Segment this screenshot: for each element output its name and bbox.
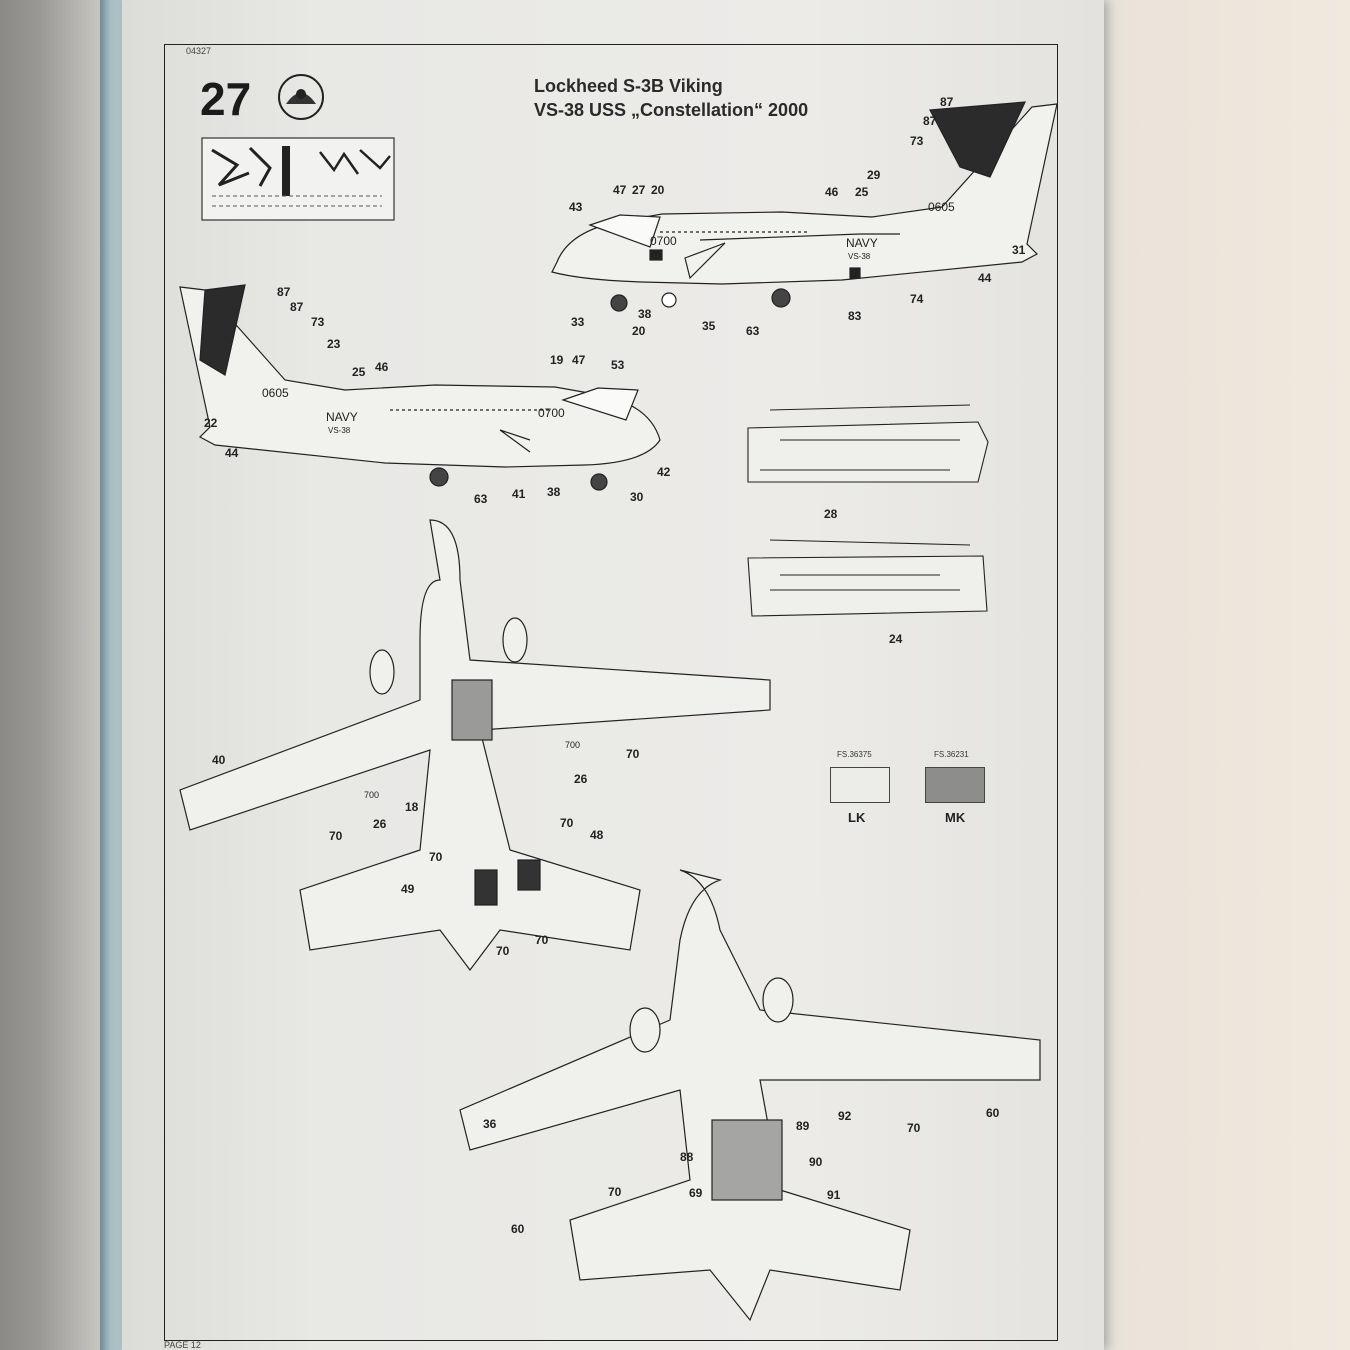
callout: 63 <box>474 492 488 506</box>
callout: 26 <box>373 817 387 831</box>
page-edge <box>100 0 124 1350</box>
callout: 20 <box>632 324 646 338</box>
callout: 46 <box>825 185 839 199</box>
callout: 43 <box>569 200 583 214</box>
paint-swatch-light <box>830 767 890 803</box>
callout: 70 <box>496 944 510 958</box>
callout: 30 <box>630 490 644 504</box>
callout: 26 <box>574 772 588 786</box>
squadron-marking-left: VS-38 <box>328 426 351 435</box>
callout: 38 <box>547 485 561 499</box>
wing-code-right: 700 <box>565 740 581 750</box>
callout: 63 <box>746 324 760 338</box>
callout: 73 <box>910 134 924 148</box>
squadron-marking-right: VS-38 <box>848 252 871 261</box>
title-block: Lockheed S-3B Viking VS-38 USS „Constell… <box>534 74 808 122</box>
paint-symbol-dark: MK <box>945 810 966 825</box>
callout: 23 <box>327 337 341 351</box>
kit-badge-icon <box>278 74 324 120</box>
paint-swatch-dark <box>925 767 985 803</box>
callout: 28 <box>824 507 838 521</box>
callout: 70 <box>429 850 443 864</box>
paint-code-dark: FS.36231 <box>934 750 969 759</box>
callout: 20 <box>651 183 665 197</box>
side-view-port <box>179 284 661 491</box>
callout: 88 <box>680 1150 694 1164</box>
callout: 73 <box>311 315 325 329</box>
detail-view-bottom <box>747 539 988 617</box>
callout: 29 <box>867 168 881 182</box>
callout: 70 <box>535 933 549 947</box>
callout: 91 <box>827 1188 841 1202</box>
callout: 19 <box>550 353 564 367</box>
nose-code-right: 0700 <box>650 234 677 248</box>
callout: 42 <box>657 465 671 479</box>
callout: 44 <box>978 271 992 285</box>
callout: 87 <box>923 114 937 128</box>
callout: 24 <box>889 632 903 646</box>
callout: 40 <box>212 753 226 767</box>
callout: 70 <box>626 747 640 761</box>
callout: 31 <box>1012 243 1026 257</box>
callout: 90 <box>809 1155 823 1169</box>
callout: 69 <box>689 1186 703 1200</box>
callout: 48 <box>590 828 604 842</box>
callout: 46 <box>375 360 389 374</box>
callout: 49 <box>401 882 415 896</box>
callout: 74 <box>910 292 924 306</box>
tail-code-right: 0605 <box>928 200 955 214</box>
underside-view <box>179 519 771 971</box>
tail-code-left: 0605 <box>262 386 289 400</box>
callout: 36 <box>483 1117 497 1131</box>
callout: 27 <box>632 183 646 197</box>
top-view <box>459 869 1041 1322</box>
side-view-starboard <box>551 101 1058 312</box>
callout: 38 <box>638 307 652 321</box>
paint-symbol-light: LK <box>848 810 866 825</box>
nose-code-left: 0700 <box>538 406 565 420</box>
callout: 70 <box>329 829 343 843</box>
doc-code: 04327 <box>186 46 212 56</box>
paint-code-light: FS.36375 <box>837 750 872 759</box>
wing-code-left: 700 <box>364 790 380 800</box>
callout: 33 <box>571 315 585 329</box>
page-frame <box>164 44 1058 1341</box>
callout: 87 <box>940 95 954 109</box>
callout: 18 <box>405 800 419 814</box>
callout: 92 <box>838 1109 852 1123</box>
callout: 25 <box>352 365 366 379</box>
callout: 70 <box>608 1185 622 1199</box>
callout: 60 <box>511 1222 525 1236</box>
callout: 47 <box>613 183 627 197</box>
decal-sheet-icon <box>201 137 395 221</box>
title-line-2: VS-38 USS „Constellation“ 2000 <box>534 100 809 120</box>
callout: 41 <box>512 487 526 501</box>
callout: 87 <box>277 285 291 299</box>
callout: 22 <box>204 416 218 430</box>
page-label: PAGE 12 <box>164 1340 201 1350</box>
callout: 53 <box>611 358 625 372</box>
step-number: 27 <box>200 73 252 125</box>
callout: 89 <box>796 1119 810 1133</box>
detail-view-top <box>747 404 989 483</box>
callout: 47 <box>572 353 586 367</box>
callout: 35 <box>702 319 716 333</box>
callout: 70 <box>560 816 574 830</box>
navy-marking-right: NAVY <box>846 236 878 250</box>
callout: 87 <box>290 300 304 314</box>
callout: 60 <box>986 1106 1000 1120</box>
callout: 70 <box>907 1121 921 1135</box>
callout: 44 <box>225 446 239 460</box>
title-line-1: Lockheed S-3B Viking <box>534 76 723 96</box>
callout: 83 <box>848 309 862 323</box>
navy-marking-left: NAVY <box>326 410 358 424</box>
callout: 25 <box>855 185 869 199</box>
